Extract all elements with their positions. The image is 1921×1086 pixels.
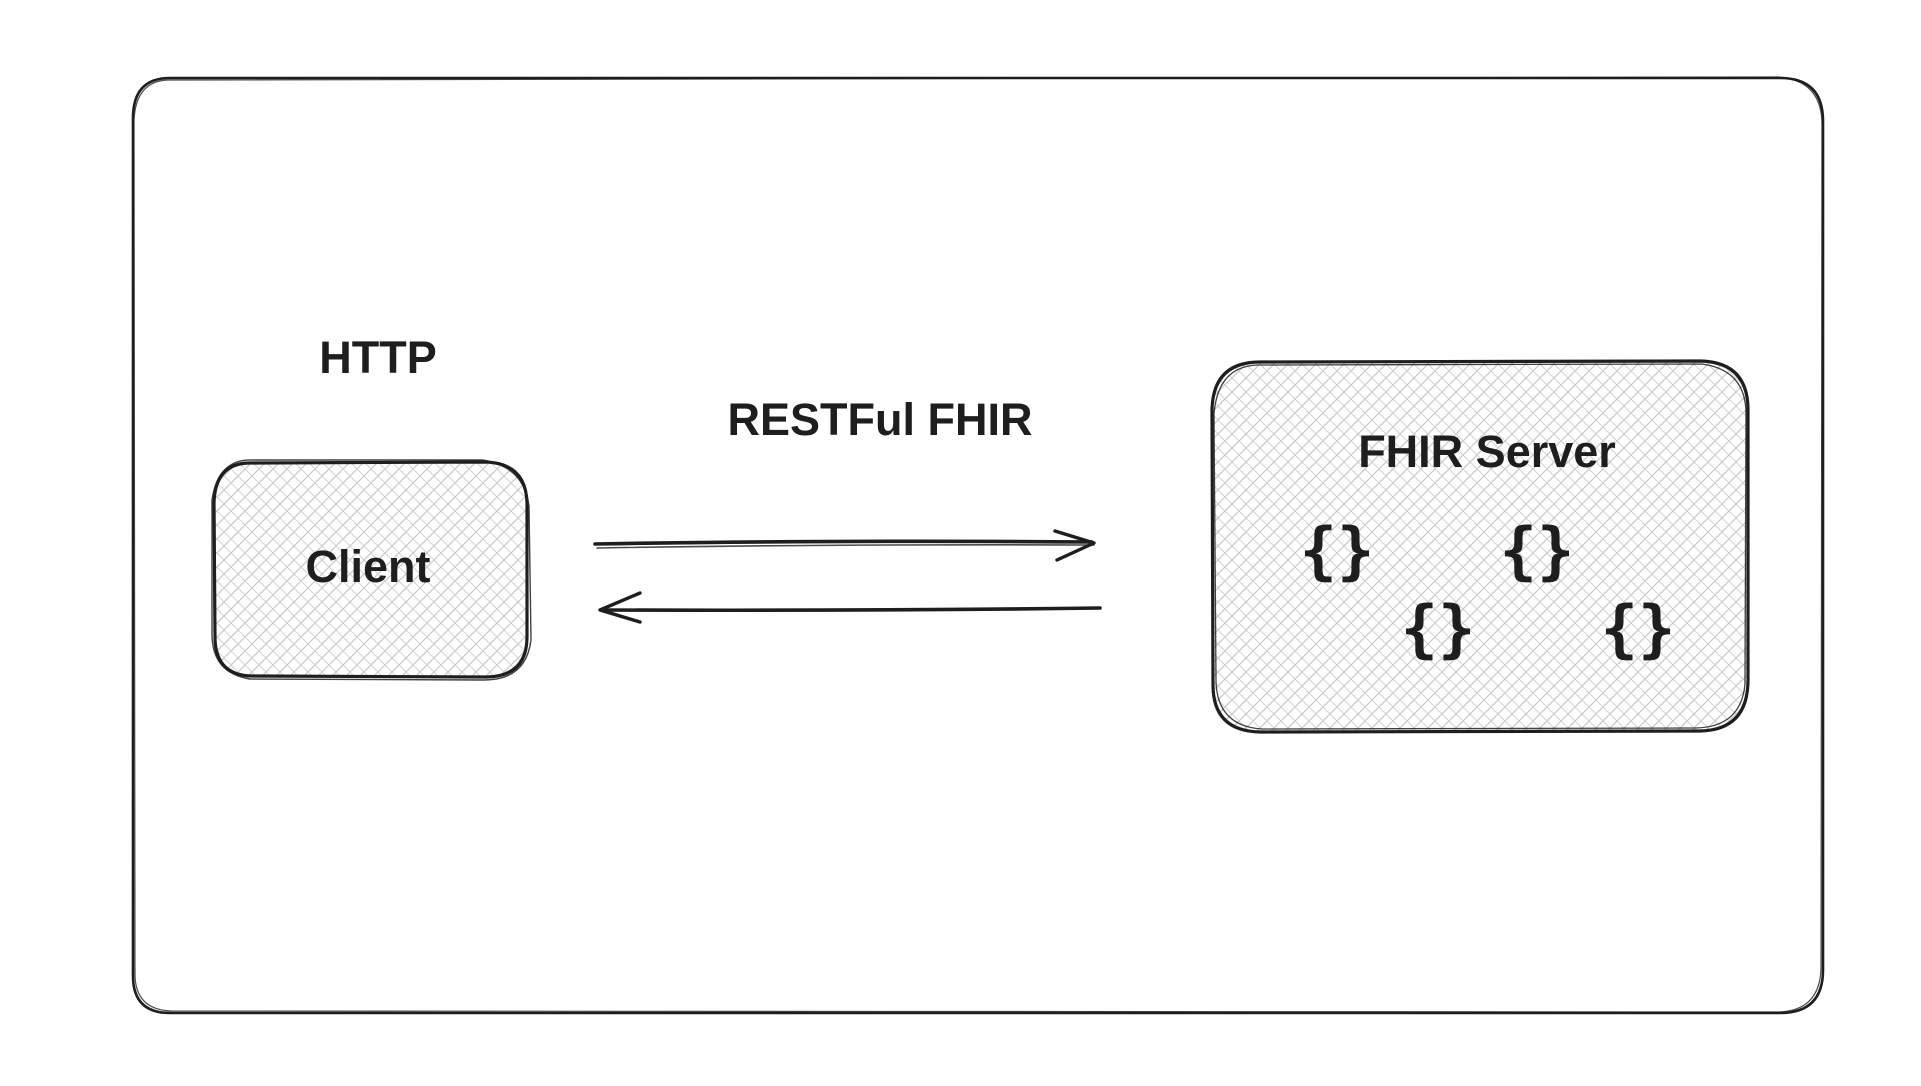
client-label: Client — [305, 541, 430, 592]
resource-braces-icon: {} — [1300, 514, 1375, 587]
resource-braces-icon: {} — [1401, 592, 1476, 665]
resource-braces-icon: {} — [1500, 514, 1575, 587]
outer-frame — [131, 76, 1825, 1015]
protocol-label: RESTFul FHIR — [728, 394, 1033, 445]
client-node: Client — [211, 459, 532, 681]
http-label: HTTP — [319, 332, 437, 383]
fhir-server-node: FHIR Server {} {} {} {} — [1210, 359, 1750, 734]
request-arrow — [593, 529, 1096, 562]
resource-braces-icon: {} — [1601, 592, 1676, 665]
fhir-server-label: FHIR Server — [1358, 426, 1616, 477]
response-arrow — [598, 591, 1102, 624]
